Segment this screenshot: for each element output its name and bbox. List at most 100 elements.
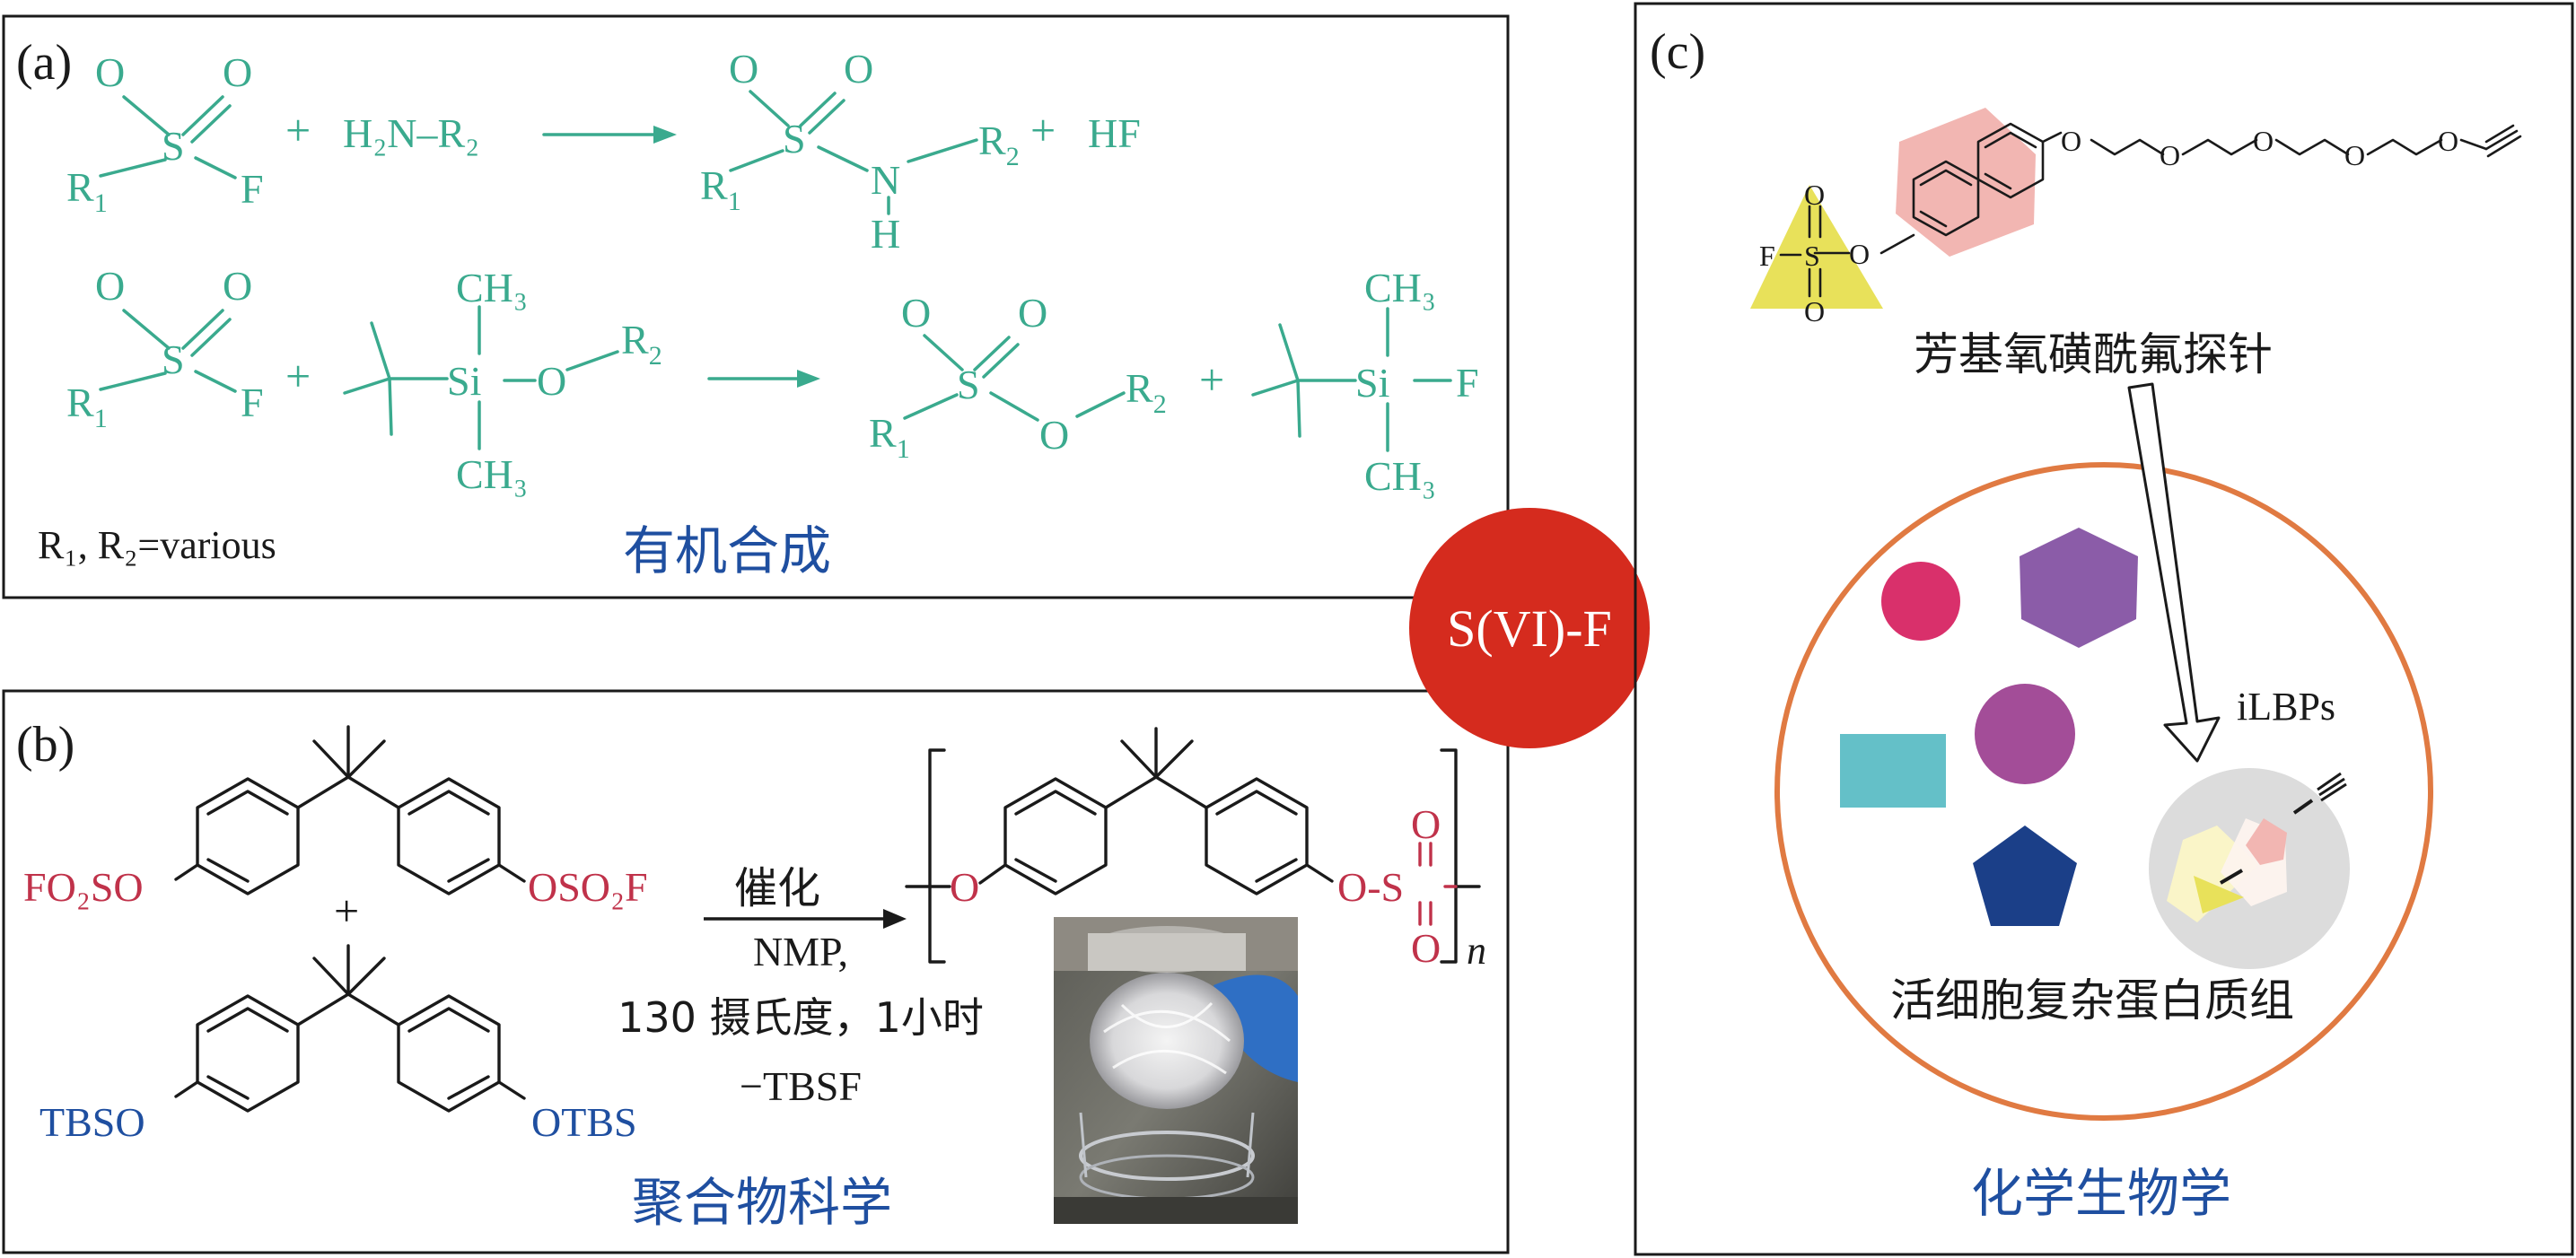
panel-b-caption: 聚合物科学 xyxy=(632,1172,892,1233)
panel-a: (a) O O S R1 F + H₂N–R₂ xyxy=(2,14,1510,599)
protein-circle-magenta xyxy=(1975,684,2075,784)
sulfonamide-product: O O S R1 N H R2 xyxy=(700,46,1020,257)
arylfluorosulfate-probe xyxy=(1750,108,2522,309)
sulfonyl-fluoride-1: O O S R1 F xyxy=(66,49,264,218)
silicon-atom: Si xyxy=(1355,360,1389,406)
protein-circle-pink xyxy=(1881,562,1960,641)
panel-a-caption: 有机合成 xyxy=(623,520,831,581)
bisphenol-fluorosulfate xyxy=(174,725,526,895)
panel-c-label: (c) xyxy=(1650,24,1705,80)
sulfonate-product: O O S R1 O R2 xyxy=(869,290,1167,464)
plus-sign: + xyxy=(285,105,311,155)
r1-group: R1 xyxy=(66,164,108,218)
condition-byproduct: −TBSF xyxy=(740,1063,862,1109)
ilbp-label: iLBPs xyxy=(2237,685,2335,729)
reaction-arrow-1 xyxy=(542,126,677,144)
bound-sulfonyl xyxy=(2194,876,2244,913)
ether-oxygen: O xyxy=(2253,125,2274,157)
panel-b: (b) FO₂SO OSO₂F + xyxy=(2,689,1510,1254)
oxygen-atom: O xyxy=(1018,290,1047,336)
repeat-index: n xyxy=(1467,929,1486,973)
panel-c: (c) O O xyxy=(1634,2,2574,1256)
plus-sign: + xyxy=(1030,105,1056,155)
tbs-ether-group: TBSO xyxy=(39,1099,145,1145)
hf-byproduct: HF xyxy=(1088,110,1141,156)
amine-reagent: H₂N–R₂ xyxy=(343,110,479,156)
oxygen-atom: O xyxy=(901,290,931,336)
tbs-ether-group: OTBS xyxy=(531,1099,637,1145)
sulfur-atom: S xyxy=(162,336,185,382)
polymer-photo xyxy=(1054,917,1298,1224)
fluorine-atom: F xyxy=(1456,360,1479,406)
panel-b-frame xyxy=(2,689,1510,1254)
oxygen-atom: O xyxy=(844,46,873,92)
fluorine-atom: F xyxy=(241,380,264,425)
ether-oxygen: O xyxy=(2438,125,2458,157)
ether-oxygen: O xyxy=(2160,139,2180,171)
oxygen-atom: O xyxy=(1804,295,1825,328)
r1-group: R1 xyxy=(869,410,910,464)
proteome-label: 活细胞复杂蛋白质组 xyxy=(1890,974,2294,1026)
methyl-group: CH₃ xyxy=(456,265,528,310)
panel-a-label: (a) xyxy=(16,35,72,91)
substituent-note: R₁, R₂=various xyxy=(38,523,276,567)
oxygen-atom: O xyxy=(223,263,252,309)
sufex-badge: S(VI)-F xyxy=(1409,508,1650,748)
plus-sign: + xyxy=(285,351,311,401)
sulfonyl-highlight xyxy=(1750,185,1883,309)
ether-oxygen: O xyxy=(950,864,979,910)
methyl-group: CH₃ xyxy=(1364,265,1436,310)
hydrogen-atom: H xyxy=(871,211,900,257)
condition-solvent: NMP, xyxy=(753,929,848,974)
sulfonyl-fluoride-2: O O S R1 F xyxy=(66,263,264,433)
fluorosulfate-group: FO₂SO xyxy=(23,864,144,910)
oxygen-atom: O xyxy=(1411,925,1441,971)
panel-c-frame xyxy=(1634,2,2574,1256)
badge-label: S(VI)-F xyxy=(1447,599,1612,658)
sulfur-atom: S xyxy=(162,123,185,169)
oxygen-atom: O xyxy=(1039,412,1069,458)
catalyst-label: 催化 xyxy=(734,863,820,913)
r2-group: R2 xyxy=(978,118,1020,171)
r2-group: R2 xyxy=(621,317,662,371)
oxygen-atom: O xyxy=(729,46,758,92)
condition-temperature-time: 130 摄氏度，1小时 xyxy=(618,993,984,1042)
ether-oxygen: O xyxy=(2061,125,2081,157)
protein-pentagon-navy xyxy=(1973,826,2077,926)
ilbp-target-protein xyxy=(2149,768,2350,969)
oxygen-atom: O xyxy=(1411,801,1441,847)
sulfur-atom: S xyxy=(783,116,806,162)
silyl-ether-reagent: Si CH₃ CH₃ O R2 xyxy=(343,265,662,497)
badge-circle xyxy=(1409,508,1650,748)
fluorosulfate-group: OSO₂F xyxy=(528,864,648,910)
sulfate-linkage: O-S xyxy=(1337,864,1404,910)
fluorine-atom: F xyxy=(241,166,264,212)
probe-name: 芳基氧磺酰氟探针 xyxy=(1914,328,2273,380)
panel-c-caption: 化学生物学 xyxy=(1971,1163,2231,1224)
polymerization-arrow xyxy=(704,909,907,929)
methyl-group: CH₃ xyxy=(1364,453,1436,499)
cell-outline xyxy=(1774,462,2433,1121)
protein-rectangle-cyan xyxy=(1840,734,1946,808)
panel-b-label: (b) xyxy=(16,717,74,773)
bound-biphenyl xyxy=(2246,818,2287,865)
silicon-atom: Si xyxy=(447,358,481,404)
bisphenol-silyl-ether xyxy=(174,944,526,1113)
oxygen-atom: O xyxy=(223,49,252,95)
r2-group: R2 xyxy=(1126,365,1167,419)
polysulfate-repeat-unit xyxy=(905,727,1481,964)
r1-group: R1 xyxy=(66,380,108,433)
plus-sign: + xyxy=(1199,354,1224,405)
nitrogen-atom: N xyxy=(871,157,900,203)
labeling-arrow xyxy=(2127,382,2221,763)
oxygen-atom: O xyxy=(537,358,566,404)
ether-oxygen: O xyxy=(1849,238,1870,270)
live-cell-proteome: iLBPs 活细胞复杂蛋白质组 xyxy=(1774,462,2433,1121)
plus-sign: + xyxy=(334,886,359,936)
sulfur-atom: S xyxy=(957,362,980,407)
oxygen-atom: O xyxy=(95,263,125,309)
r1-group: R1 xyxy=(700,162,741,216)
protein-hexagon-violet xyxy=(2020,528,2138,648)
methyl-group: CH₃ xyxy=(456,451,528,497)
